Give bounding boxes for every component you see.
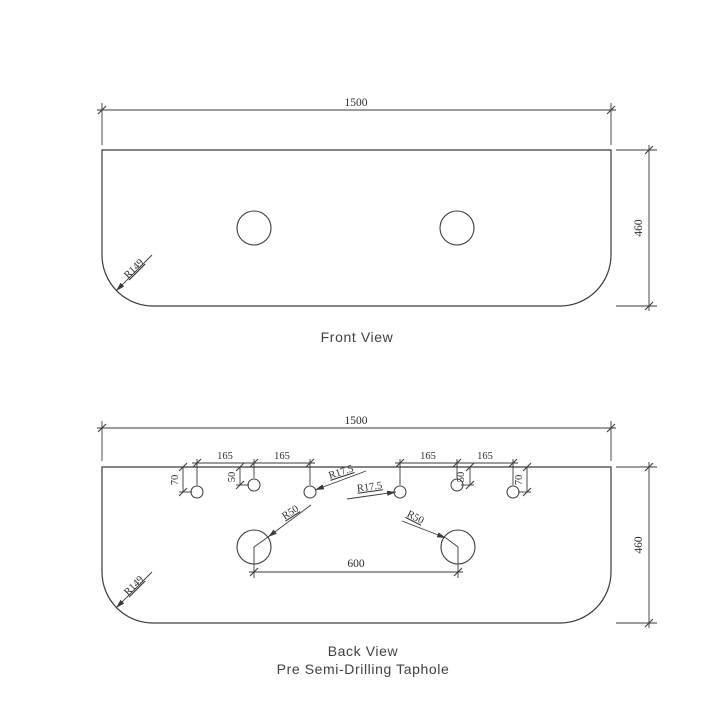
- spacing-dim-text-1: 165: [217, 451, 233, 462]
- back-taphole-1-circle: [190, 485, 204, 499]
- back-offset-dimensions: 70 50 50 70: [170, 462, 532, 497]
- front-width-dimension: 1500: [97, 97, 616, 145]
- back-basin-radius-callouts: R50 R50: [253, 504, 459, 548]
- offset-dim-text-2: 50: [227, 472, 238, 483]
- back-view-sublabel: Pre Semi-Drilling Taphole: [277, 661, 450, 677]
- front-corner-radius-text: R149: [122, 257, 146, 281]
- back-taphole-radius-callouts: R17.5 R17.5: [314, 463, 397, 500]
- taphole-radius-text-2: R17.5: [356, 480, 383, 494]
- back-width-dimension: 1500: [97, 415, 616, 461]
- offset-dim-text-4: 70: [514, 475, 525, 486]
- back-taphole-spacing-dimensions: 165 165 165 165: [192, 451, 518, 485]
- basin-radius-text-1: R50: [280, 504, 301, 523]
- back-taphole-3-circle: [303, 485, 317, 499]
- front-view: 1500 460 R149 Front View: [97, 97, 657, 345]
- back-taphole-2-circle: [247, 478, 261, 492]
- back-view: 1500 460 165 165: [97, 415, 657, 677]
- offset-dim-text-3: 50: [456, 472, 467, 483]
- taphole-radius-text-1: R17.5: [327, 463, 355, 481]
- back-hole-spacing-dimension: 600: [249, 547, 463, 578]
- front-taphole-right-circle: [439, 210, 475, 246]
- front-taphole-left-circle: [236, 210, 272, 246]
- front-view-label: Front View: [321, 329, 394, 345]
- back-taphole-6-circle: [506, 485, 520, 499]
- spacing-dim-text-2: 165: [274, 451, 290, 462]
- basin-radius-text-2: R50: [405, 509, 426, 527]
- back-width-dim-text: 1500: [345, 415, 368, 427]
- front-height-dimension: 460: [616, 145, 657, 311]
- front-outline: [101, 149, 612, 307]
- front-corner-radius-callout: R149: [115, 254, 153, 292]
- back-outline: [101, 466, 612, 624]
- back-corner-radius-callout: R149: [115, 571, 153, 609]
- spacing-dim-text-3: 165: [420, 451, 436, 462]
- front-height-dim-text: 460: [633, 219, 645, 237]
- back-height-dim-text: 460: [633, 536, 645, 554]
- back-height-dimension: 460: [616, 462, 657, 628]
- hole-spacing-dim-text: 600: [347, 558, 365, 570]
- back-view-label: Back View: [328, 643, 399, 659]
- offset-dim-text-1: 70: [170, 475, 181, 486]
- back-corner-radius-text: R149: [122, 574, 146, 598]
- spacing-dim-text-4: 165: [477, 451, 493, 462]
- front-width-dim-text: 1500: [345, 97, 368, 109]
